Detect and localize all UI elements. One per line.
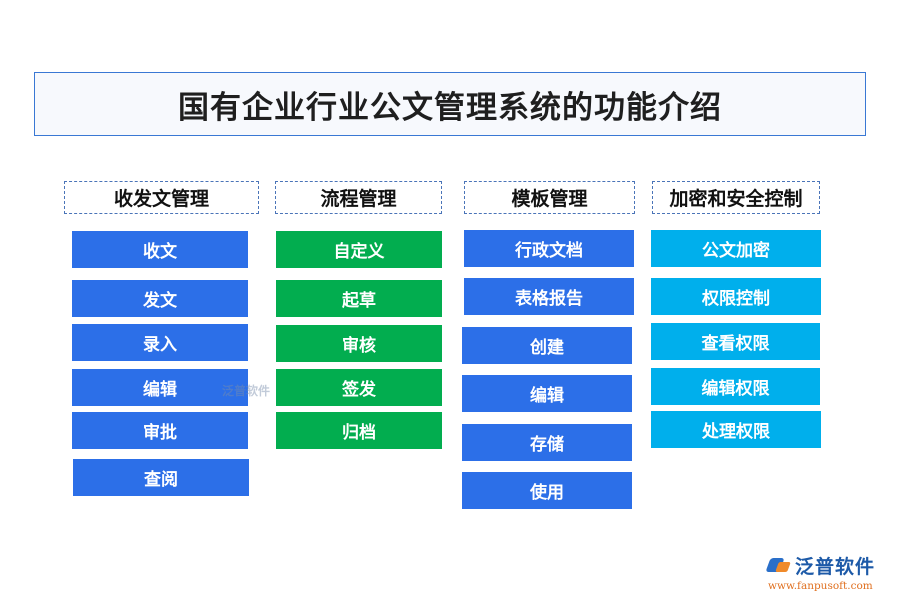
node-use: 使用 <box>462 472 632 509</box>
column-header-send-receive: 收发文管理 <box>64 181 259 214</box>
title-banner: 国有企业行业公文管理系统的功能介绍 <box>34 72 866 136</box>
column-header-security: 加密和安全控制 <box>652 181 820 214</box>
node-table-report: 表格报告 <box>464 278 634 315</box>
node-send: 发文 <box>72 280 248 317</box>
node-encrypt: 公文加密 <box>651 230 821 267</box>
node-edit: 编辑 <box>72 369 248 406</box>
node-permission-control: 权限控制 <box>651 278 821 315</box>
logo-mark-icon <box>765 556 792 576</box>
node-input: 录入 <box>72 324 248 361</box>
watermark: 泛普软件 <box>222 384 271 398</box>
node-create: 创建 <box>462 327 632 364</box>
node-sign: 签发 <box>276 369 442 406</box>
node-view-permission: 查看权限 <box>651 323 820 360</box>
node-edit-permission: 编辑权限 <box>651 368 820 405</box>
node-audit: 审核 <box>276 325 442 362</box>
node-receive: 收文 <box>72 231 248 268</box>
node-archive: 归档 <box>276 412 442 449</box>
page-title: 国有企业行业公文管理系统的功能介绍 <box>178 89 722 126</box>
node-template-edit: 编辑 <box>462 375 632 412</box>
column-header-workflow: 流程管理 <box>275 181 442 214</box>
node-review: 查阅 <box>73 459 249 496</box>
logo-name: 泛普软件 <box>795 556 876 578</box>
brand-logo: 泛普软件 www.fanpusoft.com <box>765 552 896 592</box>
node-store: 存储 <box>462 424 632 461</box>
node-draft: 起草 <box>276 280 442 317</box>
logo-url: www.fanpusoft.com <box>768 580 873 592</box>
node-customize: 自定义 <box>276 231 442 268</box>
node-admin-doc: 行政文档 <box>464 230 634 267</box>
node-process-permission: 处理权限 <box>651 411 821 448</box>
node-approve: 审批 <box>72 412 248 449</box>
column-header-template: 模板管理 <box>464 181 635 214</box>
